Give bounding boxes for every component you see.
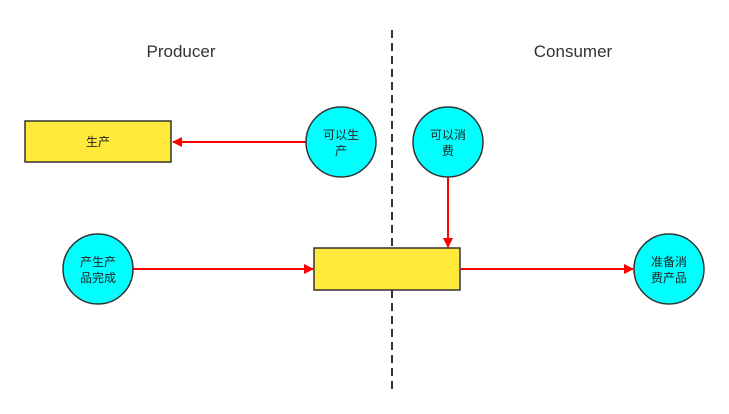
produce-box-label: 生产 bbox=[86, 135, 110, 149]
ready-consume-line-1: 准备消 bbox=[651, 255, 687, 269]
buffer-box[interactable] bbox=[313, 247, 461, 291]
produced-done-line-2: 品完成 bbox=[80, 270, 116, 285]
can-consume-line-1: 可以消 bbox=[430, 128, 466, 142]
can-consume-node[interactable]: 可以消 费 bbox=[412, 106, 484, 178]
can-produce-line-1: 可以生 bbox=[323, 128, 359, 142]
produced-done-node[interactable]: 产生产 品完成 bbox=[62, 233, 134, 305]
produced-done-line-1: 产生产 bbox=[80, 255, 116, 269]
can-produce-line-2: 产 bbox=[335, 144, 347, 158]
consumer-label: Consumer bbox=[534, 42, 613, 61]
can-produce-node[interactable]: 可以生 产 bbox=[305, 106, 377, 178]
ready-consume-node[interactable]: 准备消 费产品 bbox=[633, 233, 705, 305]
can-consume-line-2: 费 bbox=[442, 144, 454, 158]
producer-label: Producer bbox=[147, 42, 216, 61]
ready-consume-line-2: 费产品 bbox=[651, 271, 687, 285]
produce-box[interactable]: 生产 bbox=[24, 120, 172, 163]
